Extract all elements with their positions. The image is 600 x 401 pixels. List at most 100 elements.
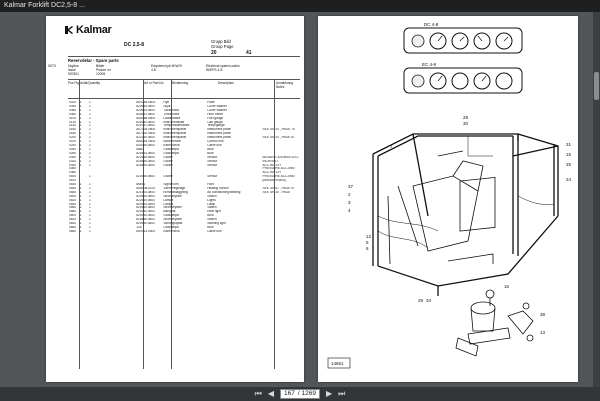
callout: 31 — [566, 142, 572, 147]
table-cell: SEE GR 30 , PAGE — [262, 190, 291, 194]
first-page-icon[interactable]: ⏮ — [254, 389, 262, 398]
table-cell: Instrument panel — [207, 132, 231, 136]
kalmar-logo: Kalmar — [64, 24, 112, 36]
table-cell: Switch — [207, 218, 217, 222]
table-cell: Sensor — [207, 163, 218, 167]
table-cell: 0140 — [69, 124, 77, 128]
table-cell: 828631.0800 — [136, 112, 155, 116]
callout: 5 — [366, 240, 369, 245]
table-cell: Timräknare — [163, 112, 180, 116]
table-cell: Baklykta — [163, 210, 176, 214]
table-cell: Horn — [207, 183, 215, 187]
table-cell: 0420 — [69, 179, 77, 183]
table-cell: Instrument panel — [207, 128, 231, 132]
table-cell: 1 — [79, 222, 82, 226]
callout: 16 — [504, 284, 510, 289]
panel-bottom-label: EC 4-8 — [422, 62, 437, 67]
table-cell: Glödlampa — [163, 147, 179, 151]
table-cell: Fuel gauge — [207, 116, 224, 120]
table-cell: 825781.0800 — [136, 124, 155, 128]
table-cell: Switch — [207, 206, 217, 210]
table-cell: Lampa — [163, 202, 174, 206]
table-cell: Instrument panel — [207, 136, 231, 140]
table-cell: Bulb — [207, 147, 214, 151]
window-title: Kalmar Forklift DC2,5-8 ... — [0, 0, 600, 12]
table-cell: 1 — [79, 190, 82, 194]
table-cell: 1 — [79, 155, 82, 159]
table-cell: 1 — [79, 183, 82, 187]
vertical-scrollbar[interactable] — [593, 12, 600, 387]
table-cell: 0320 — [69, 159, 77, 163]
table-cell: 1 — [79, 132, 82, 136]
brand-name: Kalmar — [76, 24, 112, 36]
table-cell: SEE GR 67 , PAGE 97 — [262, 186, 295, 190]
table-cell: 1 — [79, 151, 82, 155]
cabin-inner — [387, 150, 496, 265]
table-cell: 1 — [79, 147, 82, 151]
table-cell: 1 — [89, 159, 91, 163]
table-cell: SEE GR 20 , PAGE 75 — [262, 128, 295, 132]
table-cell: 0660 — [69, 226, 77, 229]
table-cell: INCH/VED — [262, 159, 278, 163]
table-cell: Hytt — [163, 101, 170, 104]
table-cell: Instrumentklaff — [163, 120, 185, 124]
table-cell: A08008.0100 — [136, 186, 156, 190]
scrollbar-thumb[interactable] — [594, 72, 599, 100]
right-arrow-icon[interactable]: ▶ — [325, 389, 333, 398]
table-cell: Switch — [207, 194, 217, 198]
table-cell: 2 — [89, 116, 91, 120]
callout: 37 — [348, 184, 354, 189]
current-page-input[interactable]: 167 — [284, 390, 295, 397]
callout: 4 — [348, 208, 351, 213]
table-cell: 829560.0800 — [136, 202, 155, 206]
callout: 28 — [463, 115, 469, 120]
page-number-box[interactable]: 167 / 1269 — [280, 389, 320, 399]
table-cell: Sensor — [207, 159, 218, 163]
table-cell: 1 — [89, 147, 91, 151]
table-cell: 1 — [79, 210, 82, 214]
table-cell: 1 — [79, 218, 82, 222]
callout: 7 — [390, 144, 393, 149]
table-cell: 825895.0800 — [136, 163, 155, 167]
table-cell: 1 — [79, 143, 82, 147]
table-cell: PRESSURE ACC.M80 — [262, 175, 295, 179]
table-cell: 829683.0800 — [136, 108, 155, 112]
cabin-frame — [372, 133, 559, 296]
left-arrow-icon[interactable]: ◀ — [267, 389, 275, 398]
table-cell: Varningslykta — [163, 222, 183, 226]
table-cell: 0540 — [69, 202, 77, 206]
table-cell: 0200 — [69, 136, 77, 140]
table-cell: Värmeregulage — [163, 186, 186, 190]
table-cell: Strömbrytare — [163, 218, 182, 222]
pdf-page-left: Kalmar DC 2,5-8 Grupp Bild Group Page 20… — [46, 16, 304, 382]
last-page-icon[interactable]: ⏭ — [338, 389, 346, 398]
pdf-viewer[interactable]: Kalmar DC 2,5-8 Grupp Bild Group Page 20… — [0, 12, 600, 387]
table-cell: 825280.0800 — [136, 120, 155, 124]
table-cell: 1 — [79, 198, 82, 202]
table-cell: BEGARD-JUS/BIS4 LIST, — [262, 155, 299, 159]
table-cell: 1 — [89, 108, 91, 112]
table-cell: 825453.0800 — [136, 151, 155, 155]
table-cell: (M/MDRIVNING) — [262, 179, 287, 183]
table-cell: Air conditioning/heating — [207, 190, 241, 194]
table-cell: ACC.WITCH — [262, 171, 281, 175]
table-cell: 0100 — [69, 116, 77, 120]
table-cell: A09414.0800 — [136, 229, 156, 233]
table-cell: Glödlampa — [163, 226, 179, 229]
table-cell: 1 — [89, 120, 91, 124]
table-cell: 1 — [89, 186, 91, 190]
table-cell: 822560.0800 — [136, 198, 155, 202]
instrument-panel-dc — [403, 27, 523, 54]
table-cell: Heating control — [207, 186, 229, 190]
